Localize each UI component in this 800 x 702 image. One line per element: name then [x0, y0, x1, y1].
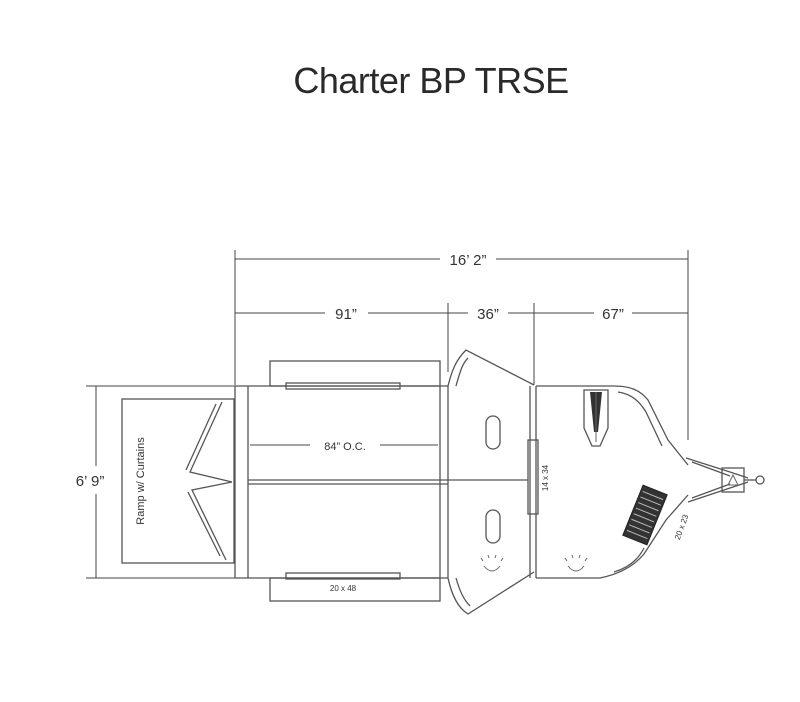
vent-size-label: 20 x 23	[673, 513, 691, 541]
ramp: Ramp w/ Curtains	[121, 398, 235, 564]
middle-section: 14 x 34	[447, 349, 550, 615]
rear-stall-section: 20 x 48 84” O.C.	[234, 360, 528, 602]
saddle-rack-icon	[583, 389, 609, 447]
roof-vent-icon	[622, 484, 668, 546]
section-b-label: 36”	[477, 306, 499, 323]
door-size-label: 14 x 34	[541, 464, 550, 491]
section-c-label: 67”	[602, 306, 624, 323]
overall-length-label: 16’ 2”	[450, 252, 487, 269]
light-fixture-icon	[480, 554, 504, 572]
tongue-hitch	[685, 457, 765, 503]
nose-section: 20 x 23	[536, 385, 691, 579]
light-fixture-icon	[564, 554, 588, 572]
width-label: 6’ 9”	[76, 473, 105, 490]
page-title: Charter BP TRSE	[293, 60, 569, 101]
overall-length-dimension: 16’ 2”	[234, 250, 689, 440]
stall-oc-label: 84” O.C.	[324, 441, 366, 453]
section-a-label: 91”	[335, 306, 357, 323]
ramp-label: Ramp w/ Curtains	[135, 437, 147, 525]
width-dimension: 6’ 9”	[76, 385, 235, 579]
window-size-label: 20 x 48	[330, 584, 357, 593]
section-dimensions: 91” 36” 67”	[235, 303, 688, 385]
